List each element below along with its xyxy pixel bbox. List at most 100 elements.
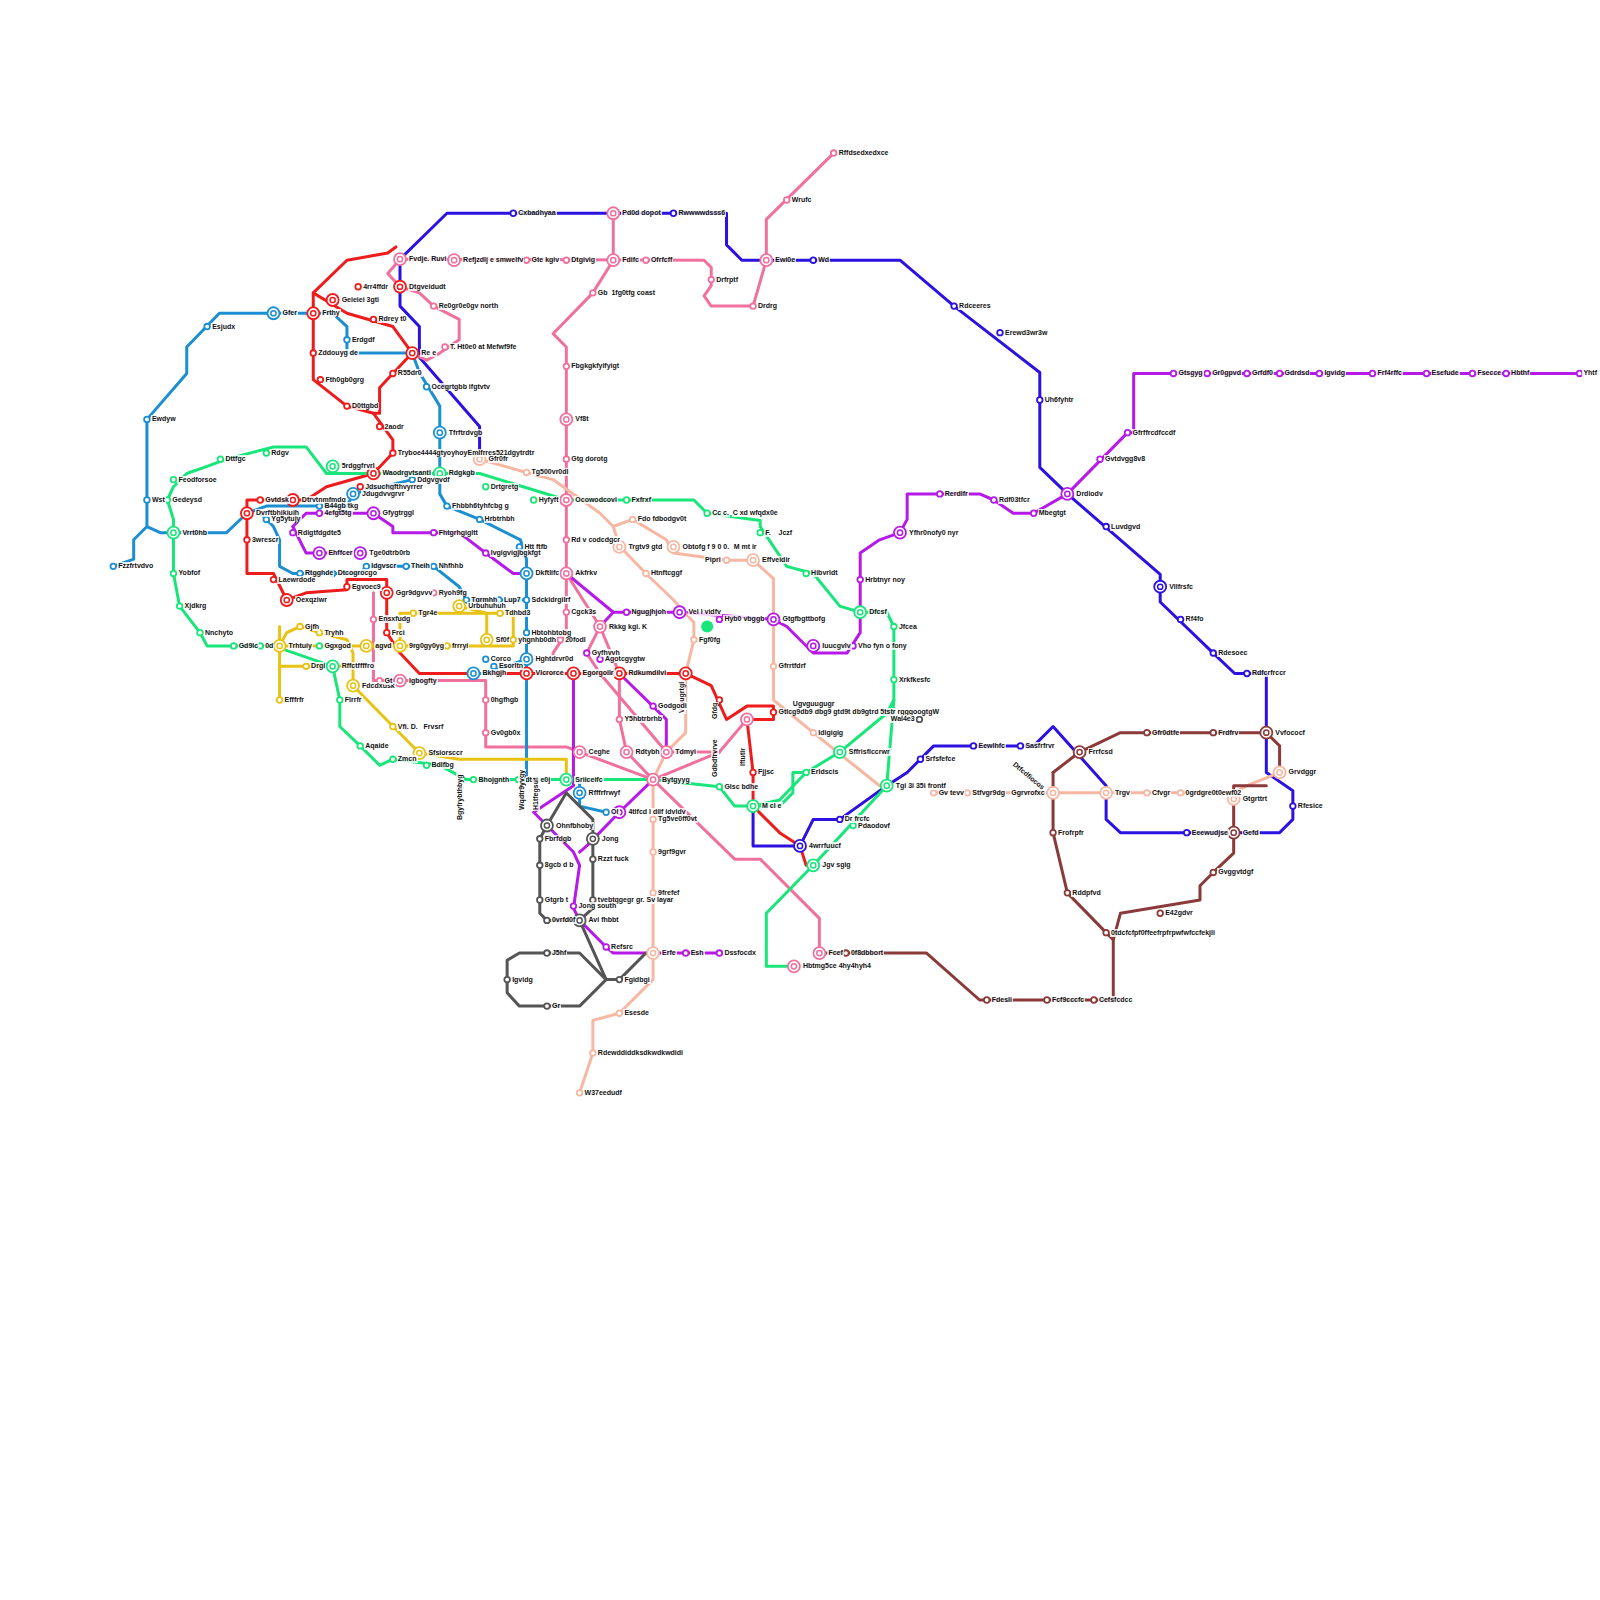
station-marker [1031,510,1037,516]
station-label: Y5hbtrbrhb [623,715,663,723]
station-marker [264,517,270,523]
station-marker [371,317,377,323]
station-marker [850,823,856,829]
station-marker [510,210,516,216]
station-label: Gtg dorotg [570,455,608,463]
station-marker [971,743,977,749]
station-marker [680,667,692,679]
metro-line [373,473,893,806]
interchange-ring [664,749,669,754]
station-marker [144,497,150,503]
station-marker [337,697,343,703]
station-label: Obtofg f 9 0 0. [681,543,730,551]
station-marker [560,567,572,579]
station-marker [1103,524,1109,530]
station-marker [617,977,623,983]
station-marker [317,503,323,509]
station-label: Vllfrsfc [1168,583,1194,591]
station-label: E42gdvr [1164,909,1194,917]
station-marker [167,527,179,539]
station-marker [894,527,906,539]
station-label: Cfvgr [1151,789,1171,797]
station-marker [354,547,366,559]
station-label: Theih [410,562,431,570]
station-label: Ewi0e [774,256,796,264]
station-marker [574,787,586,799]
station-label: Oexqziwr [295,596,328,604]
station-label: Dttfgc [224,455,246,463]
station-label: Cefsfcdcc [1098,996,1133,1004]
station-label: Rdigtfdgdte5 [297,529,342,537]
station-label: Cgck3s [570,608,597,616]
station-label: Avi fhbbt [588,916,620,924]
station-label: Yhtf [1582,369,1598,377]
station-label: Drfrptf [715,276,739,284]
station-label: Godgodi [657,702,688,710]
station-marker [367,507,379,519]
station-marker [524,630,530,636]
station-label: Trgtv9 gtd [627,543,663,551]
station-marker [937,491,943,497]
station-marker [524,470,530,476]
station-label: Frci [391,629,406,637]
station-label: Iuucgvlv [821,642,851,650]
station-label: Esefude [1431,369,1460,377]
station-label: Dssfocdx [723,949,757,957]
station-marker [837,817,843,823]
station-label: agvd [374,642,392,650]
station-label: Sfsiorsccr [427,749,463,757]
station-marker [564,257,570,263]
interchange-ring [650,777,655,782]
station-label: 4efgt5tg [323,509,352,517]
station-marker [767,613,779,625]
station-marker [803,571,809,577]
station-label: Gefd [1242,829,1260,837]
station-label: T. Ht0e0 at Mefwf9fe [449,343,518,351]
station-label: Agotcgygtw [604,655,646,663]
station-label: Bgyfrybthbyg [456,774,464,822]
station-marker [307,307,319,319]
interchange-ring [271,311,276,316]
interchange-ring [564,417,569,422]
station-marker [360,640,372,652]
station-marker [431,303,437,309]
station-label: 9grf9gvr [657,848,687,856]
station-marker [431,530,437,536]
station-label: Sffrisficcrwr [848,748,891,756]
station-label: Vfi. D. Frvsrf [397,723,445,731]
interchange-ring [1050,790,1055,795]
station-marker [1100,787,1112,799]
station-marker [567,667,579,679]
interchange-ring [683,671,688,676]
station-label: Ceghe [588,748,611,756]
station-label: Tryboe4444gtyoyhoyEmlfrres521dgytrdtr [397,449,536,457]
interchange-ring [410,350,415,355]
interchange-ring [1277,770,1282,775]
interchange-ring [577,918,582,923]
station-label: Fgidbgi [623,976,650,984]
station-marker [1274,766,1286,778]
station-label: Ol [610,808,619,816]
station-marker [891,624,897,630]
station-marker [1317,371,1323,377]
interchange-ring [677,610,682,615]
station-marker [671,210,677,216]
station-marker [560,494,572,506]
station-label: Ddgvgvdf [416,476,450,484]
station-label: Iftutlr [739,747,747,767]
station-marker [1184,830,1190,836]
station-marker [394,281,406,293]
station-label: Rtgghde [304,569,334,577]
station-label: Hrbtrhbh [484,515,516,523]
station-label: Ggr9dgvvv [395,589,434,597]
station-label: Fjjsc [757,768,775,776]
station-label: Drgi [310,662,326,670]
station-marker [491,664,497,670]
station-marker [281,594,293,606]
station-marker [784,197,790,203]
station-marker [521,567,533,579]
metro-line [113,313,526,779]
station-label: Zmcn [397,755,418,763]
station-marker [991,497,997,503]
station-label: Frofrpfr [1057,829,1085,837]
